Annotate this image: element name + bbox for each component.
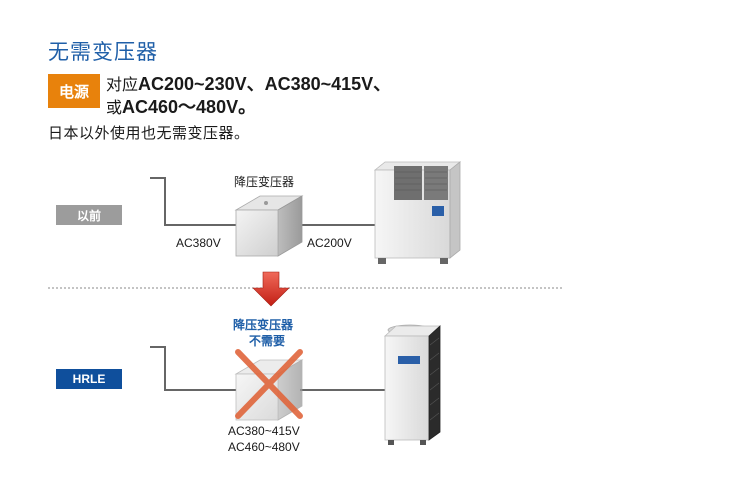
power-prefix-2: 或 bbox=[106, 98, 123, 117]
transformer-box-icon bbox=[234, 195, 304, 257]
voltage-range-2: AC460~480V bbox=[228, 440, 300, 454]
label-hrle: HRLE bbox=[56, 369, 122, 389]
power-line-1: 对应AC200~230V、AC380~415V、 bbox=[106, 70, 391, 96]
not-needed-label: 不需要 bbox=[249, 334, 286, 348]
power-values-1: AC200~230V、AC380~415V、 bbox=[138, 74, 392, 94]
chiller-unit-icon bbox=[373, 161, 462, 264]
power-prefix: 对应 bbox=[106, 75, 139, 94]
page-title: 无需变压器 bbox=[48, 40, 158, 64]
cross-mark-icon bbox=[235, 349, 303, 419]
output-voltage: AC200V bbox=[307, 236, 352, 250]
transformer-label: 降压变压器 bbox=[234, 175, 295, 189]
voltage-range-1: AC380~415V bbox=[228, 424, 300, 438]
input-voltage: AC380V bbox=[176, 236, 221, 250]
hrle-transformer-label: 降压变压器 bbox=[233, 318, 294, 332]
power-values-2: AC460～480V。 bbox=[122, 97, 257, 117]
description: 日本以外使用也无需变压器。 bbox=[48, 124, 250, 142]
down-arrow-icon bbox=[252, 271, 290, 307]
label-before: 以前 bbox=[56, 205, 122, 225]
before-wiring bbox=[150, 177, 375, 226]
hrle-wiring bbox=[150, 346, 385, 391]
power-badge: 电源 bbox=[48, 74, 100, 108]
power-line-2: 或AC460～480V。 bbox=[106, 93, 256, 119]
hrle-chiller-unit-icon bbox=[383, 324, 442, 445]
